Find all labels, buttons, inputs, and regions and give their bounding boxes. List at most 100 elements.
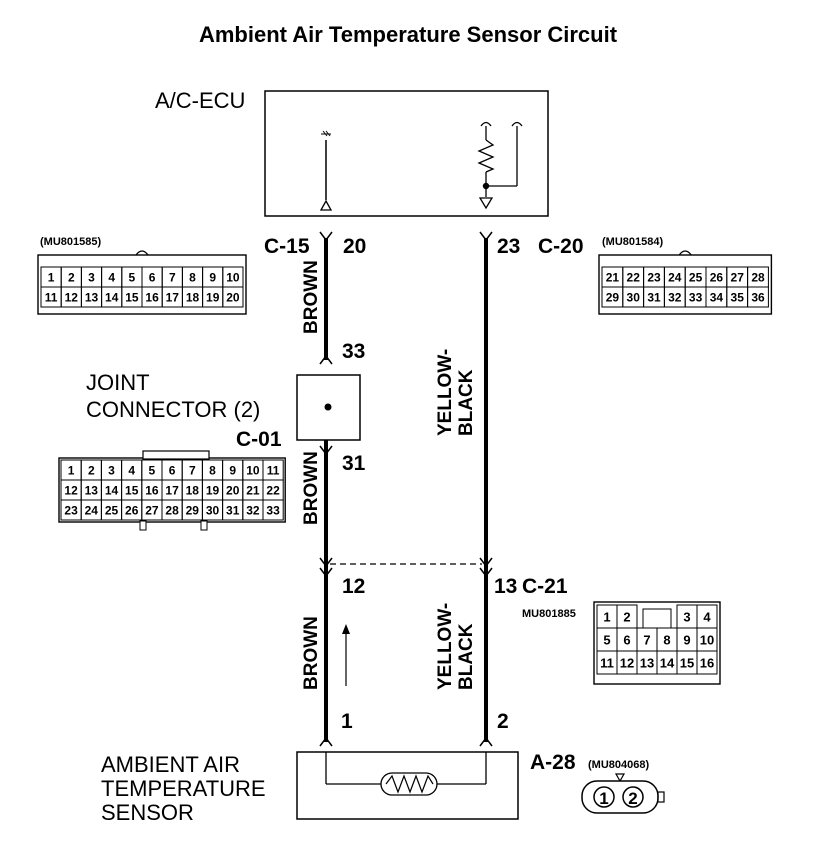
- c15-part-no: (MU801585): [40, 236, 101, 248]
- c21-label: C-21: [522, 575, 568, 598]
- c15-pin-number: 14: [105, 291, 119, 305]
- c20-pin-number: 24: [668, 271, 682, 285]
- joint-pin-number: 22: [266, 484, 280, 498]
- joint-pin-number: 15: [125, 484, 139, 498]
- c20-pin-number: 25: [689, 271, 703, 285]
- sensor-pin-right: 2: [497, 710, 509, 733]
- joint-pin-number: 18: [186, 484, 200, 498]
- joint-pin-number: 5: [149, 464, 156, 478]
- joint-housing: [58, 457, 286, 523]
- c01-label: C-01: [236, 428, 282, 451]
- c21-pin-number: 9: [683, 632, 690, 647]
- joint-pin-number: 12: [64, 484, 78, 498]
- a28-connector-plug: 1 2: [581, 773, 665, 814]
- joint-pin-number: 14: [105, 484, 119, 498]
- c15-pin-label: 20: [343, 235, 366, 258]
- joint-pin-number: 7: [189, 464, 196, 478]
- joint-pin-number: 24: [85, 504, 99, 518]
- c15-pin-number: 5: [129, 271, 136, 285]
- c15-pin-number: 19: [206, 291, 220, 305]
- brown-wire: [319, 231, 333, 747]
- joint-pin-number: 25: [105, 504, 119, 518]
- c20-pin-number: 27: [731, 271, 745, 285]
- ecu-label: A/C-ECU: [155, 88, 245, 113]
- joint-pin-number: 23: [64, 504, 78, 518]
- a28-label: A-28: [530, 751, 576, 774]
- wire-label-brown-2: BROWN: [301, 451, 322, 525]
- joint-pin-number: 19: [206, 484, 220, 498]
- c15-pin-number: 8: [189, 271, 196, 285]
- a28-part-no: (MU804068): [588, 759, 649, 771]
- joint-pin-number: 3: [108, 464, 115, 478]
- joint-pin-number: 10: [246, 464, 260, 478]
- c21-pin-number: 2: [623, 609, 630, 624]
- c20-pin-number: 36: [751, 291, 765, 305]
- c20-pin-number: 22: [627, 271, 641, 285]
- c20-pin-number: 21: [606, 271, 620, 285]
- joint-pin-number: 33: [266, 504, 280, 518]
- sensor-label-3: SENSOR: [101, 800, 194, 825]
- joint-pin-top: 33: [342, 340, 365, 363]
- joint-pin-number: 2: [88, 464, 95, 478]
- c21-pin-number: 6: [623, 632, 630, 647]
- c20-pin-number: 26: [710, 271, 724, 285]
- joint-pin-number: 30: [206, 504, 220, 518]
- current-flow-arrow-icon: [342, 624, 350, 686]
- c21-part-no: MU801885: [522, 608, 576, 620]
- joint-pin-cell: [262, 499, 284, 521]
- c15-label: C-15: [264, 235, 310, 258]
- wire-label-yb-1a: YELLOW-: [435, 349, 456, 436]
- c21-pin-right: 13: [494, 575, 517, 598]
- sensor-pin-left: 1: [341, 710, 353, 733]
- c21-pin-number: 4: [703, 609, 711, 624]
- joint-pin-number: 6: [169, 464, 176, 478]
- joint-pin-number: 31: [226, 504, 240, 518]
- yellow-black-wire: [479, 231, 493, 747]
- joint-pin-number: 1: [68, 464, 75, 478]
- joint-label-1: JOINT: [86, 370, 150, 395]
- joint-label-2: CONNECTOR (2): [86, 397, 260, 422]
- joint-pin-number: 13: [85, 484, 99, 498]
- c21-pin-cell: [696, 650, 718, 675]
- diagram-title: Ambient Air Temperature Sensor Circuit: [199, 22, 618, 47]
- sensor-label-1: AMBIENT AIR: [101, 752, 240, 777]
- a28-plug-pin-1: 1: [599, 789, 608, 808]
- c21-pin-number: 7: [643, 632, 650, 647]
- c15-pin-number: 11: [45, 291, 58, 305]
- c15-pin-number: 17: [166, 291, 180, 305]
- ecu-internal-resistor-icon: [477, 121, 523, 210]
- joint-pin-number: 29: [186, 504, 200, 518]
- c20-latch-icon: [678, 250, 692, 256]
- c15-pin-number: 18: [186, 291, 200, 305]
- c15-pin-number: 6: [149, 271, 156, 285]
- c01-clip-icon: [139, 520, 147, 531]
- c15-pin-number: 3: [88, 271, 95, 285]
- joint-pin-number: 4: [128, 464, 135, 478]
- c15-pin-cell: [222, 286, 244, 308]
- wire-label-brown-3: BROWN: [301, 616, 322, 690]
- c20-part-no: (MU801584): [602, 236, 663, 248]
- c20-pin-number: 23: [647, 271, 661, 285]
- c15-pin-number: 13: [85, 291, 99, 305]
- wire-label-yb-1b: BLACK: [456, 369, 477, 436]
- joint-pin-number: 26: [125, 504, 139, 518]
- c21-pin-number: 12: [620, 655, 634, 670]
- joint-pin-number: 27: [145, 504, 159, 518]
- c21-pin-number: 1: [603, 609, 610, 624]
- joint-pin-number: 9: [229, 464, 236, 478]
- c21-pin-number: 11: [600, 655, 614, 670]
- c20-pin-number: 29: [606, 291, 620, 305]
- ac-ecu-box: A/C-ECU: [155, 88, 549, 217]
- joint-pin-number: 21: [246, 484, 260, 498]
- c15-pin-number: 2: [68, 271, 75, 285]
- c21-pin-number: 16: [700, 655, 714, 670]
- joint-pin-number: 17: [165, 484, 179, 498]
- c20-pin-number: 31: [647, 291, 661, 305]
- c21-key-notch-icon: [642, 608, 672, 628]
- c01-clip-icon: [200, 520, 208, 531]
- c20-pin-number: 28: [751, 271, 765, 285]
